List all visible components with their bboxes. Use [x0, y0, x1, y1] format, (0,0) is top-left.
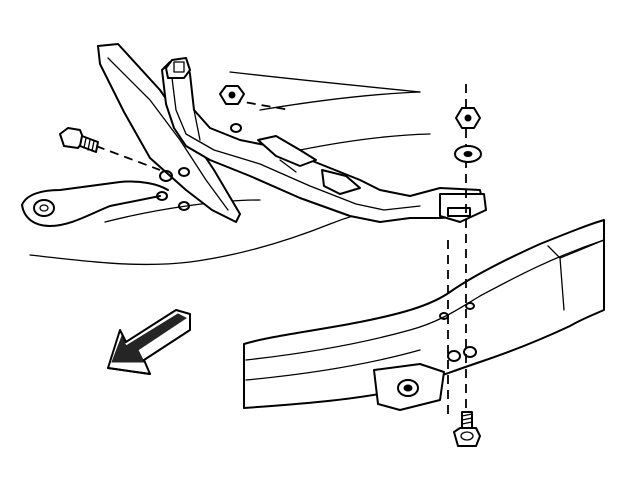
washer — [454, 145, 482, 163]
mounting-bracket-plate — [97, 43, 241, 223]
lower-bolt — [453, 411, 481, 447]
alignment-lines — [95, 84, 467, 440]
bracket-bolt — [59, 127, 99, 153]
bracket-nut — [219, 85, 245, 105]
frame-rail — [243, 219, 605, 411]
crossmember-bracket — [161, 57, 487, 223]
upper-nut — [455, 107, 481, 129]
left-mount-arm — [21, 180, 169, 227]
front-arrow-icon — [107, 309, 191, 375]
